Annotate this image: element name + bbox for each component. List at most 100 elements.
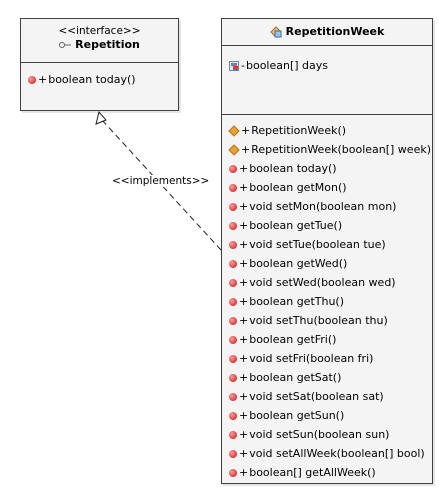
method-icon <box>229 392 237 401</box>
method-icon <box>229 240 237 249</box>
constructor-icon <box>228 143 240 156</box>
constructor-icon <box>228 124 240 137</box>
method-signature: boolean[] getAllWeek() <box>249 466 376 479</box>
visibility-marker: + <box>239 162 249 175</box>
method-signature: boolean getFri() <box>249 333 337 346</box>
visibility-marker: + <box>239 352 249 365</box>
method-signature: boolean getSun() <box>249 409 345 422</box>
method-signature: boolean getWed() <box>249 257 348 270</box>
visibility-marker: + <box>241 124 251 137</box>
method-getwed[interactable]: + boolean getWed() <box>222 254 432 273</box>
method-getthu[interactable]: + boolean getThu() <box>222 292 432 311</box>
visibility-marker: + <box>239 466 249 479</box>
method-signature: boolean getMon() <box>249 181 347 194</box>
method-settue[interactable]: + void setTue(boolean tue) <box>222 235 432 254</box>
visibility-marker: - <box>241 59 245 72</box>
method-icon <box>229 411 237 420</box>
method-icon <box>229 164 237 173</box>
method-icon <box>229 183 237 192</box>
method-getsun[interactable]: + boolean getSun() <box>222 406 432 425</box>
interface-method-today[interactable]: + boolean today() <box>21 70 178 89</box>
method-icon <box>28 75 36 84</box>
visibility-marker: + <box>239 257 249 270</box>
visibility-marker: + <box>241 143 251 156</box>
visibility-marker: + <box>239 314 249 327</box>
method-icon <box>229 316 237 325</box>
method-setallweek[interactable]: + void setAllWeek(boolean[] bool) <box>222 444 432 463</box>
method-icon <box>229 297 237 306</box>
method-signature: boolean getSat() <box>249 371 342 384</box>
method-signature: boolean getThu() <box>249 295 345 308</box>
class-attributes: - boolean[] days <box>222 46 432 115</box>
implements-label: <<implements>> <box>112 175 210 187</box>
method-today[interactable]: + boolean today() <box>222 159 432 178</box>
method-icon <box>229 335 237 344</box>
visibility-marker: + <box>239 295 249 308</box>
method-setsat[interactable]: + void setSat(boolean sat) <box>222 387 432 406</box>
visibility-marker: + <box>239 371 249 384</box>
method-getmon[interactable]: + boolean getMon() <box>222 178 432 197</box>
attribute-signature: boolean[] days <box>245 59 329 72</box>
interface-repetition-box[interactable]: <<interface>> Repetition + boolean today… <box>20 18 179 111</box>
method-signature: void setFri(boolean fri) <box>249 352 374 365</box>
constructor-signature: RepetitionWeek(boolean[] week) <box>251 143 432 156</box>
method-getfri[interactable]: + boolean getFri() <box>222 330 432 349</box>
method-signature: void setSat(boolean sat) <box>249 390 384 403</box>
visibility-marker: + <box>239 333 249 346</box>
visibility-marker: + <box>239 181 249 194</box>
method-setthu[interactable]: + void setThu(boolean thu) <box>222 311 432 330</box>
method-gettue[interactable]: + boolean getTue() <box>222 216 432 235</box>
field-icon <box>229 60 239 71</box>
method-signature: void setSun(boolean sun) <box>249 428 390 441</box>
visibility-marker: + <box>38 73 48 86</box>
method-setsun[interactable]: + void setSun(boolean sun) <box>222 425 432 444</box>
method-icon <box>229 221 237 230</box>
visibility-marker: + <box>239 428 249 441</box>
visibility-marker: + <box>239 276 249 289</box>
interface-stereotype: <<interface>> <box>58 25 141 37</box>
class-repetitionweek-box[interactable]: RepetitionWeek - boolean[] days + Repeti… <box>221 18 433 484</box>
visibility-marker: + <box>239 409 249 422</box>
method-icon <box>229 202 237 211</box>
visibility-marker: + <box>239 238 249 251</box>
interface-title-row: Repetition <box>21 38 178 52</box>
class-name: RepetitionWeek <box>285 25 385 38</box>
method-signature: void setMon(boolean mon) <box>249 200 397 213</box>
method-signature: void setAllWeek(boolean[] bool) <box>249 447 425 460</box>
method-setwed[interactable]: + void setWed(boolean wed) <box>222 273 432 292</box>
interface-methods: + boolean today() <box>21 63 178 89</box>
method-setmon[interactable]: + void setMon(boolean mon) <box>222 197 432 216</box>
constructor-default[interactable]: + RepetitionWeek() <box>222 121 432 140</box>
realization-arrowhead <box>95 110 107 125</box>
method-signature: boolean today() <box>249 162 337 175</box>
method-icon <box>229 373 237 382</box>
visibility-marker: + <box>239 447 249 460</box>
method-setfri[interactable]: + void setFri(boolean fri) <box>222 349 432 368</box>
method-signature: void setWed(boolean wed) <box>249 276 396 289</box>
constructor-signature: RepetitionWeek() <box>251 124 347 137</box>
visibility-marker: + <box>239 390 249 403</box>
class-operations: + RepetitionWeek() + RepetitionWeek(bool… <box>222 115 432 482</box>
interface-header: <<interface>> Repetition <box>21 19 178 63</box>
method-icon <box>229 430 237 439</box>
visibility-marker: + <box>239 200 249 213</box>
method-signature: void setTue(boolean tue) <box>249 238 386 251</box>
class-icon <box>269 26 282 38</box>
constructor-week[interactable]: + RepetitionWeek(boolean[] week) <box>222 140 432 159</box>
method-signature: boolean today() <box>48 73 136 86</box>
method-icon <box>229 449 237 458</box>
method-icon <box>229 259 237 268</box>
attribute-days[interactable]: - boolean[] days <box>222 56 432 75</box>
method-icon <box>229 468 237 477</box>
visibility-marker: + <box>239 219 249 232</box>
method-icon <box>229 354 237 363</box>
method-icon <box>229 278 237 287</box>
method-signature: void setThu(boolean thu) <box>249 314 388 327</box>
method-getallweek[interactable]: + boolean[] getAllWeek() <box>222 463 432 482</box>
class-title-row: RepetitionWeek <box>222 25 432 39</box>
method-getsat[interactable]: + boolean getSat() <box>222 368 432 387</box>
interface-name: Repetition <box>75 38 140 51</box>
class-header: RepetitionWeek <box>222 19 432 46</box>
method-signature: boolean getTue() <box>249 219 343 232</box>
